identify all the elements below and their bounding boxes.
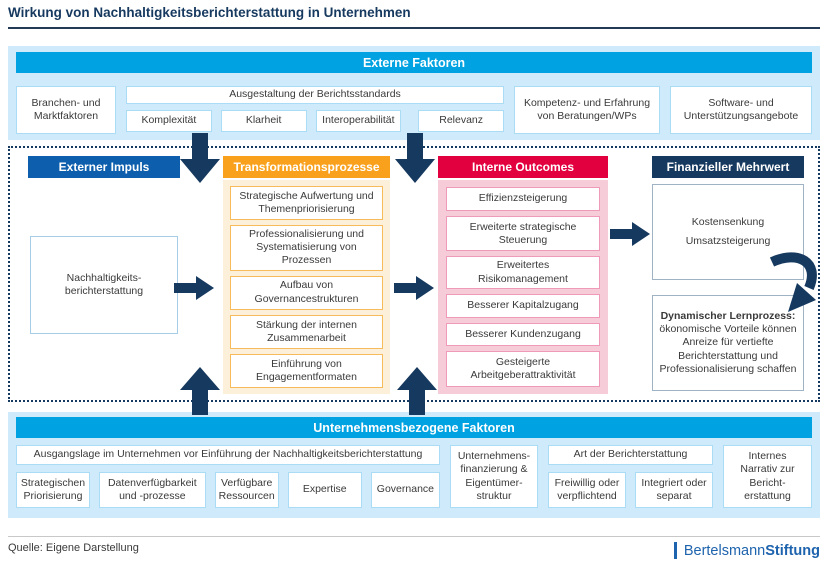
arrow-up-icon <box>397 367 437 415</box>
kostensenkung-line: Kostensenkung <box>691 216 765 229</box>
box-ausgestaltung-header: Ausgestaltung der Berichtsstandards <box>126 86 504 104</box>
logo-bar-icon <box>673 542 677 559</box>
ausgangslage-subrow: Strategischen Priorisierung Datenverfügb… <box>16 472 440 508</box>
box-governance: Governance <box>370 472 440 508</box>
box-expertise: Expertise <box>287 472 362 508</box>
art-subrow: Freiwillig oder verpflichtend Integriert… <box>548 472 713 508</box>
group-art-der-berichterstattung: Art der Berichterstattung Freiwillig ode… <box>548 445 713 508</box>
bertelsmann-stiftung-logo: BertelsmannStiftung <box>673 542 820 559</box>
box-datenverfuegbarkeit: Datenverfügbarkeit und -prozesse <box>99 472 206 508</box>
external-factors-panel: Externe Faktoren Branchen- und Marktfakt… <box>8 46 820 140</box>
box-verfuegbare-ressourcen: Verfügbare Ressourcen <box>214 472 279 508</box>
lernprozess-title: Dynamischer Lernprozess: <box>660 310 796 323</box>
curved-feedback-arrow-icon <box>769 252 817 312</box>
page-title: Wirkung von Nachhaltigkeitsberichterstat… <box>8 5 411 20</box>
company-factors-panel: Unternehmensbezogene Faktoren Ausgangsla… <box>8 412 820 518</box>
box-risikomanagement: Erweitertes Risikomanagement <box>446 256 600 289</box>
box-engagementformate: Einführung von Engagementformaten <box>230 353 383 388</box>
external-factors-row: Branchen- und Marktfaktoren Ausgestaltun… <box>8 86 820 134</box>
box-komplexitaet: Komplexität <box>126 110 212 132</box>
box-strategische-priorisierung: Strategischen Priorisierung <box>16 472 90 508</box>
arrow-right-icon <box>610 222 650 246</box>
box-art-header: Art der Berichterstattung <box>548 445 713 465</box>
source-note: Quelle: Eigene Darstellung <box>8 542 139 554</box>
company-factors-row: Ausgangslage im Unternehmen vor Einführu… <box>8 445 820 508</box>
arrow-up-icon <box>180 367 220 415</box>
footer-divider <box>8 536 820 537</box>
arrow-down-icon <box>180 133 220 183</box>
title-divider <box>8 27 820 29</box>
process-section: Externer Impuls Transformationsprozesse … <box>8 146 820 402</box>
arrow-right-icon <box>174 276 214 300</box>
arrow-down-icon <box>395 133 435 183</box>
box-branchen-marktfaktoren: Branchen- und Marktfaktoren <box>16 86 116 134</box>
box-effizienzsteigerung: Effizienzsteigerung <box>446 187 600 211</box>
external-factors-banner: Externe Faktoren <box>16 52 812 73</box>
box-professionalisierung: Professionalisierung und Systematisierun… <box>230 225 383 271</box>
header-externer-impuls: Externer Impuls <box>28 156 180 178</box>
header-transformationsprozesse: Transformationsprozesse <box>223 156 390 178</box>
box-kompetenz-erfahrung: Kompetenz- und Erfahrung von Beratungen/… <box>514 86 660 134</box>
box-governancestrukturen: Aufbau von Governancestrukturen <box>230 275 383 310</box>
box-strategische-steuerung: Erweiterte strategische Steuerung <box>446 215 600 252</box>
lernprozess-text: ökonomische Vorteile können Anreize für … <box>659 323 797 375</box>
group-berichtsstandards: Ausgestaltung der Berichtsstandards Komp… <box>126 86 504 134</box>
logo-text-normal: Bertelsmann <box>683 542 766 559</box>
arrow-right-icon <box>394 276 434 300</box>
box-zusammenarbeit: Stärkung der internen Zusammenarbeit <box>230 314 383 349</box>
box-dynamischer-lernprozess: Dynamischer Lernprozess: ökonomische Vor… <box>652 295 804 391</box>
box-relevanz: Relevanz <box>418 110 504 132</box>
box-freiwillig-verpflichtend: Freiwillig oder verpflichtend <box>548 472 626 508</box>
header-interne-outcomes: Interne Outcomes <box>438 156 608 178</box>
company-factors-banner: Unternehmensbezogene Faktoren <box>16 417 812 438</box>
box-software-angebote: Software- und Unterstützungsangebote <box>670 86 812 134</box>
box-unternehmensfinanzierung: Unternehmens-finanzierung & Eigentümer-s… <box>450 445 538 508</box>
box-internes-narrativ: Internes Narrativ zur Bericht-erstattung <box>723 445 812 508</box>
box-arbeitgeberattraktivitaet: Gesteigerte Arbeitgeberattraktivität <box>446 351 600 387</box>
transformation-panel: Strategische Aufwertung und Themenpriori… <box>223 180 390 394</box>
group-ausgangslage: Ausgangslage im Unternehmen vor Einführu… <box>16 445 440 508</box>
box-klarheit: Klarheit <box>220 110 307 132</box>
box-integriert-separat: Integriert oder separat <box>635 472 713 508</box>
logo-text: BertelsmannStiftung <box>684 543 820 559</box>
box-strategische-aufwertung: Strategische Aufwertung und Themenpriori… <box>230 186 383 221</box>
box-interoperabilitaet: Interoperabilität <box>315 110 402 132</box>
box-kundenzugang: Besserer Kundenzugang <box>446 322 600 347</box>
box-nachhaltigkeitsberichterstattung: Nachhaltigkeits-berichterstattung <box>30 236 178 334</box>
umsatzsteigerung-line: Umsatzsteigerung <box>685 234 771 247</box>
outcomes-panel: Effizienzsteigerung Erweiterte strategis… <box>438 180 608 394</box>
box-ausgangslage-header: Ausgangslage im Unternehmen vor Einführu… <box>16 445 440 465</box>
logo-text-bold: Stiftung <box>765 542 820 559</box>
header-finanzieller-mehrwert: Finanzieller Mehrwert <box>652 156 804 178</box>
box-kapitalzugang: Besserer Kapitalzugang <box>446 293 600 318</box>
box-kostensenkung-umsatzsteigerung: Kostensenkung Umsatzsteigerung <box>652 184 804 280</box>
berichtsstandards-subrow: Komplexität Klarheit Interoperabilität R… <box>126 110 504 132</box>
